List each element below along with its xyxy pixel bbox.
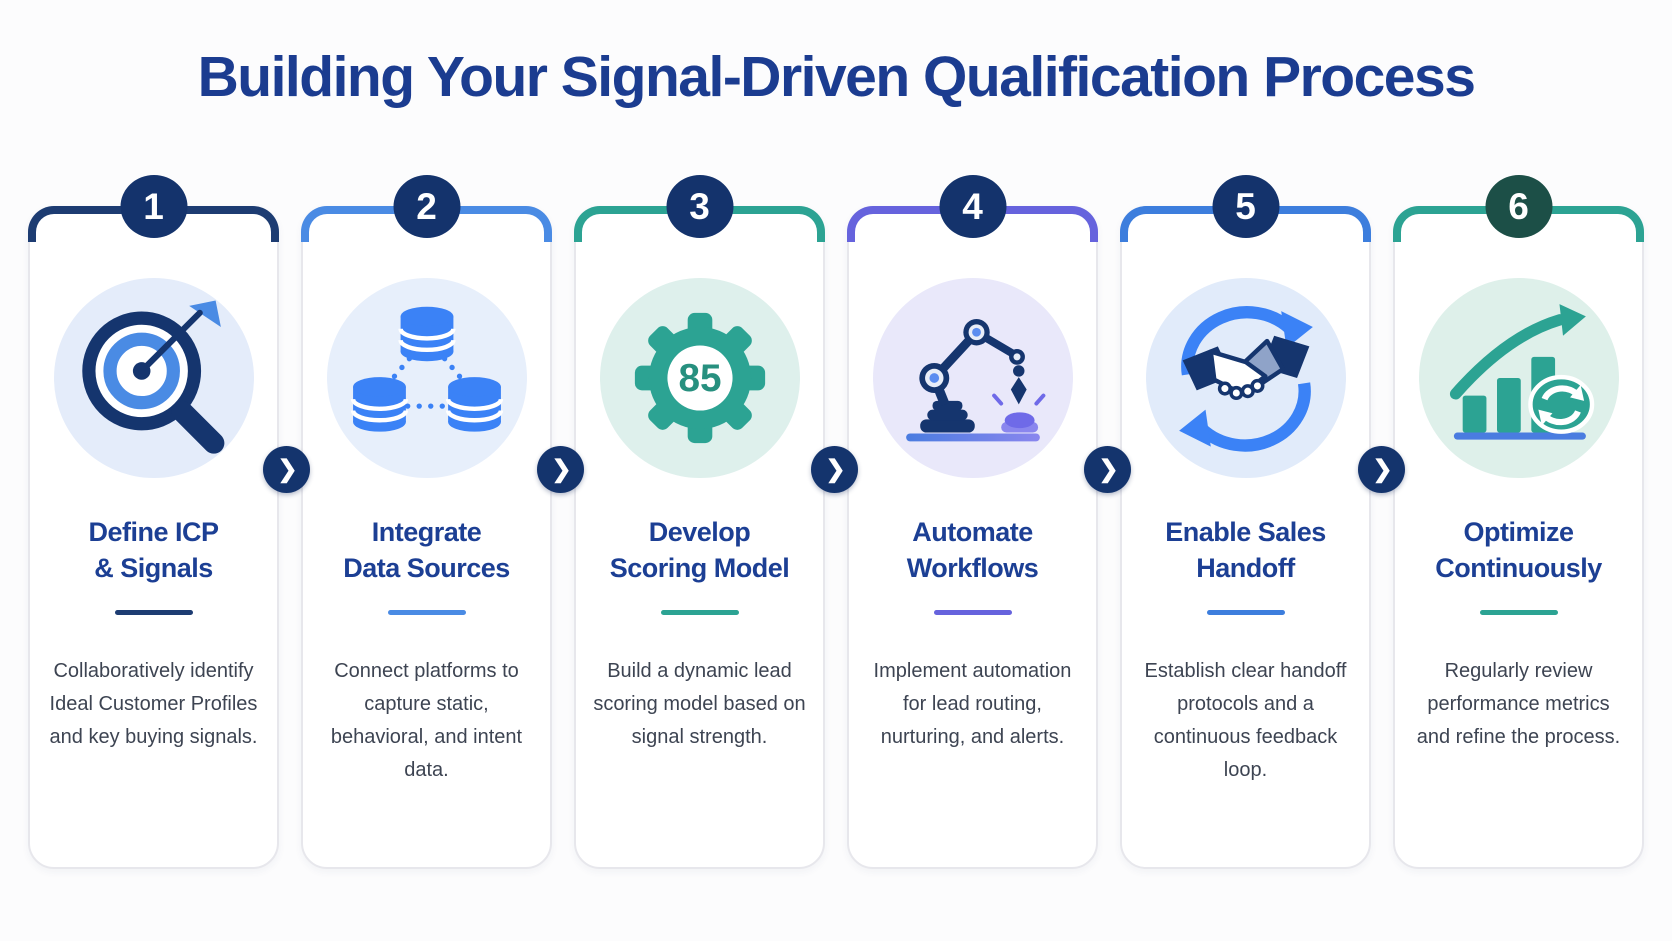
step-number: 3 xyxy=(689,185,710,227)
chevron-right-icon: ❯ xyxy=(277,456,298,483)
step-title: Enable Sales Handoff xyxy=(1165,517,1326,583)
next-step-chevron: ❯ xyxy=(537,446,584,493)
step-number: 4 xyxy=(962,185,983,227)
step-description: Regularly review performance metrics and… xyxy=(1416,660,1621,748)
step-title: Automate Workflows xyxy=(906,517,1039,583)
step-icon-circle xyxy=(1145,278,1346,478)
next-step-chevron: ❯ xyxy=(1084,446,1131,493)
step-icon-circle xyxy=(872,278,1073,478)
gear-score-icon: 85 xyxy=(634,312,765,444)
step-description: Collaboratively identify Ideal Customer … xyxy=(49,660,258,748)
step-number-badge: 3 xyxy=(666,175,733,238)
chevron-right-icon: ❯ xyxy=(825,456,846,483)
step-title: Develop Scoring Model xyxy=(609,517,790,583)
step-description: Implement automation for lead routing, n… xyxy=(873,660,1072,748)
step-number: 2 xyxy=(416,185,437,227)
step-number: 5 xyxy=(1235,185,1256,227)
step-divider xyxy=(114,610,193,615)
chevron-right-icon: ❯ xyxy=(1098,456,1119,483)
database-network-icon xyxy=(350,306,503,432)
step-number-badge: 6 xyxy=(1485,175,1552,238)
handshake-cycle-icon xyxy=(1178,306,1313,452)
target-magnifier-icon xyxy=(81,300,224,454)
step-number-badge: 4 xyxy=(939,175,1006,238)
step-title: Optimize Continuously xyxy=(1435,517,1602,583)
step-card-2: 2 xyxy=(301,175,552,869)
step-divider xyxy=(933,610,1012,615)
step-icon-circle: 85 xyxy=(599,278,800,478)
step-number-badge: 2 xyxy=(393,175,460,238)
step-title: Define ICP & Signals xyxy=(88,517,219,583)
growth-refresh-icon xyxy=(1449,304,1594,440)
chevron-right-icon: ❯ xyxy=(1372,456,1393,483)
infographic-root: Building Your Signal-Driven Qualificatio… xyxy=(0,46,1672,869)
step-title: Integrate Data Sources xyxy=(343,517,510,583)
step-card-4: 4 xyxy=(847,175,1098,869)
step-icon-circle xyxy=(53,278,254,478)
next-step-chevron: ❯ xyxy=(811,446,858,493)
step-card-1: 1 Define ICP & Signals Collaboratively i… xyxy=(28,175,279,869)
page-title: Building Your Signal-Driven Qualificatio… xyxy=(197,45,1476,109)
next-step-chevron: ❯ xyxy=(263,446,310,493)
chevron-right-icon: ❯ xyxy=(551,456,572,483)
robot-arm-icon xyxy=(905,319,1045,442)
step-divider xyxy=(660,610,739,615)
steps-row: 1 Define ICP & Signals Collaboratively i… xyxy=(0,175,1672,869)
step-number: 6 xyxy=(1508,185,1529,227)
score-value: 85 xyxy=(678,357,721,400)
step-description: Build a dynamic lead scoring model based… xyxy=(593,660,806,748)
step-number-badge: 5 xyxy=(1212,175,1279,238)
step-number: 1 xyxy=(143,185,164,227)
next-step-chevron: ❯ xyxy=(1358,446,1405,493)
step-card-3: 3 85 xyxy=(574,175,825,869)
step-icon-circle xyxy=(326,278,527,478)
step-divider xyxy=(387,610,466,615)
step-divider xyxy=(1206,610,1285,615)
step-divider xyxy=(1479,610,1558,615)
step-card-6: 6 xyxy=(1393,175,1644,869)
step-description: Connect platforms to capture static, beh… xyxy=(330,660,523,781)
step-number-badge: 1 xyxy=(120,175,187,238)
step-icon-circle xyxy=(1418,278,1619,478)
step-description: Establish clear handoff protocols and a … xyxy=(1144,660,1347,781)
step-card-5: 5 xyxy=(1120,175,1371,869)
